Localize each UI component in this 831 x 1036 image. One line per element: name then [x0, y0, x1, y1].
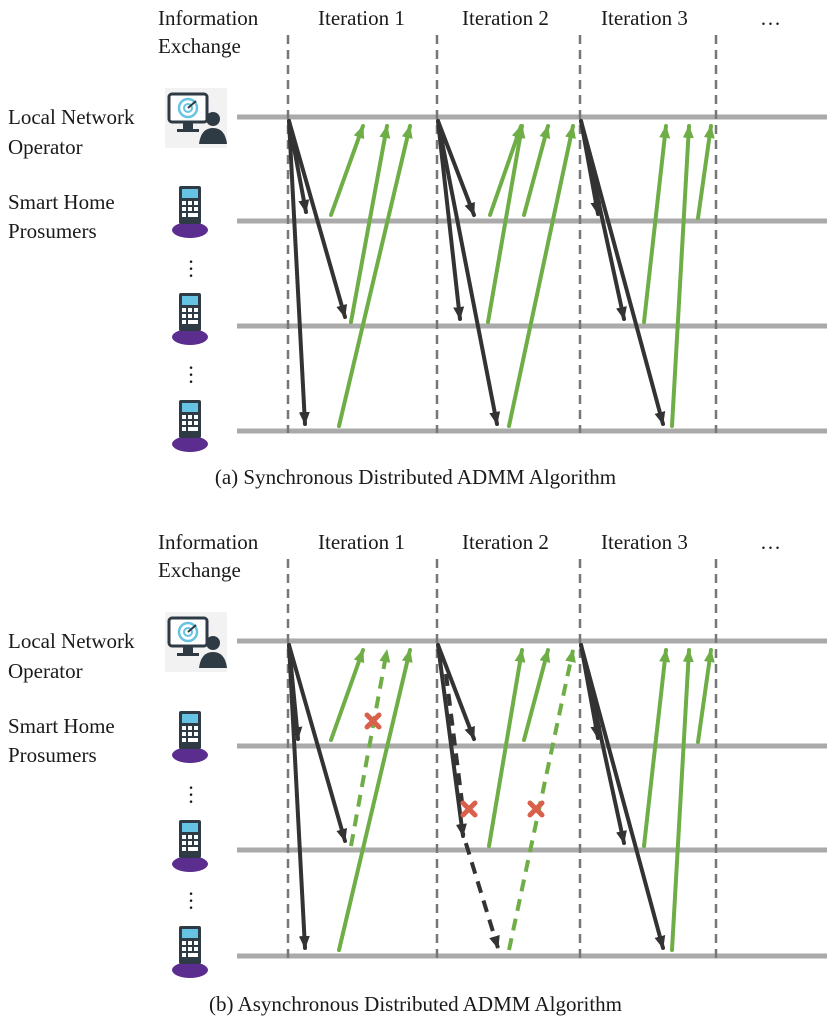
broadcast-arrow [436, 119, 465, 321]
delayed-broadcast-arrow [458, 823, 500, 949]
smart-meter-device-icon [172, 711, 208, 763]
synchronous-timeline-canvas [165, 35, 827, 452]
broadcast-arrows [287, 119, 666, 426]
iteration-2-header: Iteration 2 [462, 6, 549, 30]
iteration-1-header: Iteration 1 [318, 6, 405, 30]
info-exchange-label-line2: Exchange [158, 34, 241, 58]
asynchronous-diagram: Information Exchange Iteration 1 Iterati… [0, 524, 831, 1036]
response-arrow [696, 648, 715, 744]
response-arrow [642, 648, 671, 848]
smart-meter-device-icon [172, 926, 208, 978]
red-cross-icon [527, 800, 545, 818]
response-arrow [487, 648, 526, 848]
asynchronous-timeline-canvas [165, 559, 827, 978]
smart-meter-device-icon [172, 820, 208, 872]
timelines [237, 638, 827, 959]
vertical-dots: ··· [187, 775, 195, 814]
response-arrow [670, 648, 694, 952]
response-arrow [337, 648, 413, 952]
delayed-response-arrows [349, 649, 576, 951]
response-arrow [507, 124, 576, 428]
iteration-2-header: Iteration 2 [462, 530, 549, 554]
response-arrow [696, 124, 715, 220]
vertical-dots: ··· [187, 249, 195, 288]
figure-caption-a: (a) Synchronous Distributed ADMM Algorit… [214, 465, 617, 489]
synchronous-diagram: Information Exchange Iteration 1 Iterati… [0, 0, 831, 512]
broadcast-arrow [287, 119, 347, 319]
broadcast-arrow [579, 119, 666, 426]
vertical-dots: ··· [187, 881, 195, 920]
delayed-broadcast-arrow [444, 673, 464, 803]
broadcast-arrow [287, 643, 310, 950]
broadcast-arrow [579, 643, 666, 950]
red-cross-icon [460, 800, 478, 818]
broadcast-arrow [436, 643, 476, 741]
figure-caption-b: (b) Asynchronous Distributed ADMM Algori… [209, 992, 622, 1016]
broadcast-arrows [287, 643, 666, 950]
iteration-1-header: Iteration 1 [318, 530, 405, 554]
iteration-separators [286, 35, 718, 433]
timelines [237, 114, 827, 434]
red-cross-icon [364, 712, 382, 730]
smart-meter-device-icon [172, 186, 208, 238]
operator-label-line2: Operator [8, 659, 83, 683]
operator-label-line2: Operator [8, 135, 83, 159]
response-arrows [329, 648, 715, 952]
response-arrow [337, 124, 413, 428]
response-arrow [670, 124, 694, 428]
response-arrow [522, 124, 551, 217]
response-arrow [642, 124, 671, 324]
monitor-with-person-icon [165, 88, 227, 148]
response-arrow [349, 124, 391, 324]
response-arrow [486, 124, 526, 324]
info-exchange-label: Information [158, 6, 259, 30]
continuation-ellipsis: … [760, 530, 781, 554]
info-exchange-label: Information [158, 530, 259, 554]
iteration-3-header: Iteration 3 [601, 6, 688, 30]
broadcast-arrow [436, 643, 467, 838]
delayed-response-arrow [507, 649, 576, 951]
prosumer-label-line2: Prosumers [8, 743, 97, 767]
iteration-3-header: Iteration 3 [601, 530, 688, 554]
prosumer-label: Smart Home [8, 190, 115, 214]
broadcast-arrow [287, 643, 347, 843]
response-arrow [329, 124, 365, 217]
continuation-ellipsis: … [760, 6, 781, 30]
prosumer-label: Smart Home [8, 714, 115, 738]
response-arrow [329, 648, 365, 742]
response-arrows [329, 124, 715, 428]
prosumer-label-line2: Prosumers [8, 219, 97, 243]
delayed-broadcast-arrows [444, 673, 500, 949]
delayed-response-arrow [349, 649, 391, 847]
smart-meter-device-icon [172, 293, 208, 345]
iteration-separators [286, 559, 718, 958]
operator-label: Local Network [8, 629, 135, 653]
smart-meter-device-icon [172, 400, 208, 452]
vertical-dots: ··· [187, 355, 195, 394]
broadcast-arrow [436, 119, 476, 217]
operator-label: Local Network [8, 105, 135, 129]
response-arrow [488, 124, 523, 217]
monitor-with-person-icon [165, 612, 227, 672]
info-exchange-label-line2: Exchange [158, 558, 241, 582]
broadcast-arrow [436, 119, 501, 426]
broadcast-arrow [287, 119, 310, 426]
response-arrow [522, 648, 551, 742]
